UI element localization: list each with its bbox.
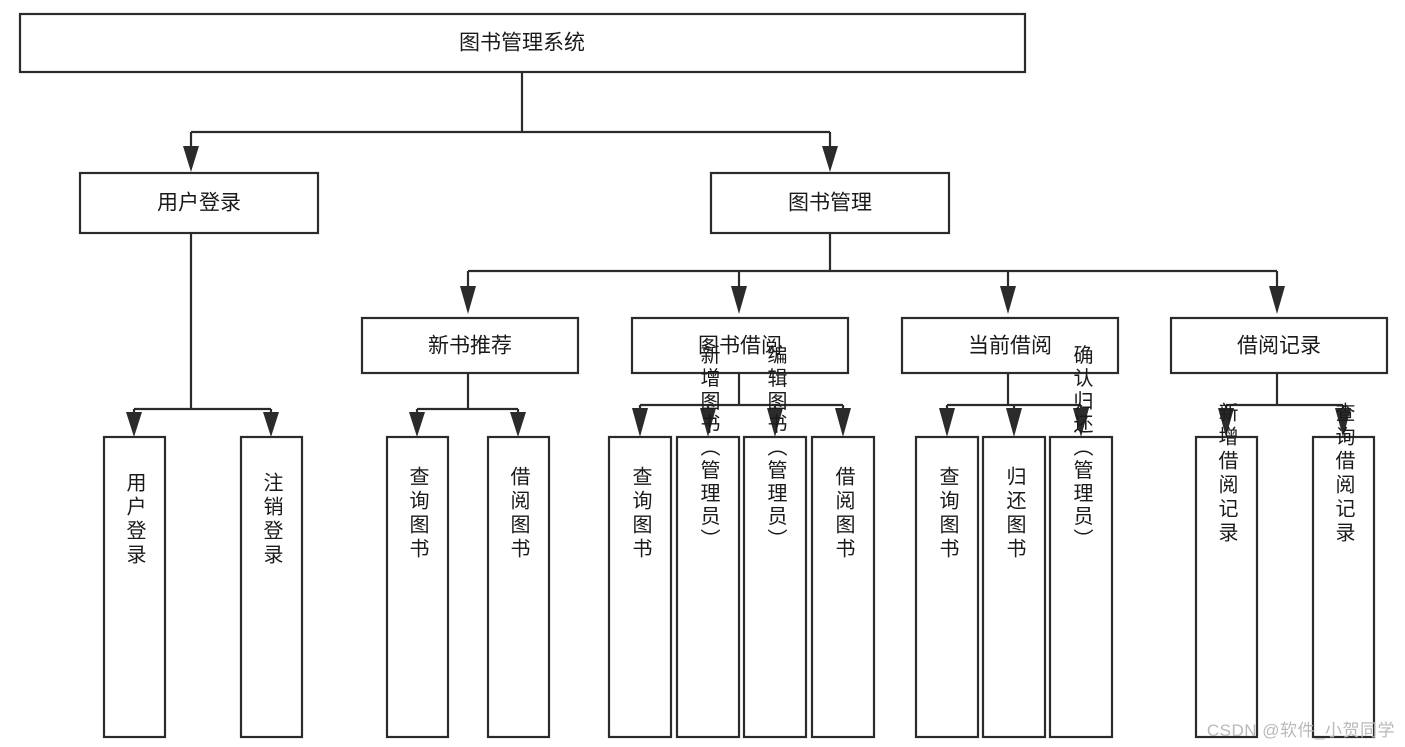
- arrow-head-leaf-edit-book: [767, 408, 783, 437]
- connector-group-borrow-record: [1218, 373, 1351, 437]
- arrow-head-current-borrow: [1000, 286, 1016, 314]
- node-book-borrow-label: 图书借阅: [698, 335, 782, 358]
- node-leaf-add-record-label: 新增借阅记录: [1215, 402, 1238, 546]
- node-leaf-confirm-return-box[interactable]: [1048, 435, 1114, 739]
- arrow-head-leaf-return-book: [1006, 408, 1022, 437]
- node-leaf-query-book-c-label: 查询图书: [936, 466, 959, 562]
- node-leaf-add-book-box[interactable]: [675, 435, 741, 739]
- connector-group-book-manage: [460, 233, 1285, 314]
- node-leaf-user-login[interactable]: 用户登录: [102, 435, 167, 739]
- node-leaf-query-book-c-box[interactable]: [914, 435, 980, 739]
- node-borrow-record[interactable]: 借阅记录: [1169, 316, 1389, 375]
- node-leaf-query-book-a[interactable]: 查询图书: [385, 435, 450, 739]
- node-leaf-borrow-book-b-label: 借阅图书: [832, 466, 855, 562]
- node-leaf-return-book-box[interactable]: [981, 435, 1047, 739]
- node-root[interactable]: 图书管理系统: [18, 12, 1027, 74]
- connector-group-new-book-rec: [409, 373, 526, 437]
- node-user-login-label: 用户登录: [157, 192, 241, 215]
- node-book-manage[interactable]: 图书管理: [709, 171, 951, 235]
- node-leaf-user-login-box[interactable]: [102, 435, 167, 739]
- node-leaf-query-record-box[interactable]: [1311, 435, 1376, 739]
- node-leaf-logout[interactable]: 注销登录: [239, 435, 304, 739]
- node-leaf-query-book-b-label: 查询图书: [629, 466, 652, 562]
- node-leaf-add-record-box[interactable]: [1194, 435, 1259, 739]
- arrow-head-leaf-query-record: [1335, 408, 1351, 437]
- node-leaf-borrow-book-a-box[interactable]: [486, 435, 551, 739]
- arrow-head-leaf-add-record: [1218, 408, 1234, 437]
- node-book-borrow[interactable]: 图书借阅: [630, 316, 850, 375]
- arrow-head-leaf-borrow-book-b: [835, 408, 851, 437]
- node-new-book-rec-box[interactable]: [360, 316, 580, 375]
- node-leaf-logout-box[interactable]: [239, 435, 304, 739]
- node-leaf-edit-book-label: 编辑图书（管理员）: [764, 344, 787, 551]
- node-borrow-record-box[interactable]: [1169, 316, 1389, 375]
- csdn-watermark: CSDN @软件_小贺同学: [1206, 721, 1395, 740]
- arrow-head-leaf-query-book-a: [409, 412, 425, 437]
- node-leaf-confirm-return[interactable]: 确认归还（管理员）: [1048, 344, 1114, 739]
- connector-group-root: [183, 72, 838, 172]
- connector-group-user-login: [126, 233, 279, 437]
- node-leaf-borrow-book-a[interactable]: 借阅图书: [486, 435, 551, 739]
- node-leaf-confirm-return-label: 确认归还（管理员）: [1070, 344, 1093, 551]
- node-leaf-query-record[interactable]: 查询借阅记录: [1311, 402, 1376, 739]
- node-leaf-query-book-c[interactable]: 查询图书: [914, 435, 980, 739]
- node-leaf-user-login-label: 用户登录: [123, 472, 146, 568]
- node-leaf-query-book-a-label: 查询图书: [406, 466, 429, 562]
- arrow-head-leaf-logout: [263, 412, 279, 437]
- arrow-head-borrow-record: [1269, 286, 1285, 314]
- node-book-manage-box[interactable]: [709, 171, 951, 235]
- arrow-head-leaf-add-book: [700, 408, 716, 437]
- node-user-login[interactable]: 用户登录: [78, 171, 320, 235]
- arrow-head-leaf-confirm-return: [1073, 408, 1089, 437]
- node-leaf-query-book-b[interactable]: 查询图书: [607, 435, 673, 739]
- arrow-head-leaf-borrow-book-a: [510, 412, 526, 437]
- node-leaf-edit-book[interactable]: 编辑图书（管理员）: [742, 344, 808, 739]
- node-leaf-borrow-book-b[interactable]: 借阅图书: [810, 435, 876, 739]
- node-leaf-add-book[interactable]: 新增图书（管理员）: [675, 344, 741, 739]
- node-book-borrow-box[interactable]: [630, 316, 850, 375]
- node-book-manage-label: 图书管理: [788, 192, 872, 215]
- arrow-head-leaf-user-login: [126, 412, 142, 437]
- connector-group-current-borrow: [939, 373, 1089, 437]
- node-leaf-edit-book-box[interactable]: [742, 435, 808, 739]
- node-leaf-logout-label: 注销登录: [260, 472, 283, 568]
- arrow-head-book-manage: [822, 146, 838, 172]
- node-user-login-box[interactable]: [78, 171, 320, 235]
- node-leaf-query-record-label: 查询借阅记录: [1332, 402, 1355, 546]
- node-root-label: 图书管理系统: [459, 32, 585, 55]
- node-leaf-query-book-a-box[interactable]: [385, 435, 450, 739]
- node-leaf-borrow-book-b-box[interactable]: [810, 435, 876, 739]
- node-leaf-query-book-b-box[interactable]: [607, 435, 673, 739]
- node-leaf-borrow-book-a-label: 借阅图书: [507, 466, 530, 562]
- arrow-head-new-book-rec: [460, 286, 476, 314]
- node-leaf-return-book[interactable]: 归还图书: [981, 435, 1047, 739]
- connector-group-book-borrow: [632, 373, 851, 437]
- arrow-head-leaf-query-book-c: [939, 408, 955, 437]
- node-current-borrow[interactable]: 当前借阅: [900, 316, 1120, 375]
- arrow-head-user-login: [183, 146, 199, 172]
- node-root-box[interactable]: [18, 12, 1027, 74]
- node-current-borrow-label: 当前借阅: [968, 335, 1052, 358]
- node-leaf-add-book-label: 新增图书（管理员）: [697, 344, 720, 551]
- arrow-head-leaf-query-book-b: [632, 408, 648, 437]
- node-new-book-rec-label: 新书推荐: [428, 335, 512, 358]
- arrow-head-book-borrow: [731, 286, 747, 314]
- node-borrow-record-label: 借阅记录: [1237, 335, 1321, 358]
- node-new-book-rec[interactable]: 新书推荐: [360, 316, 580, 375]
- node-leaf-return-book-label: 归还图书: [1003, 466, 1026, 562]
- node-leaf-add-record[interactable]: 新增借阅记录: [1194, 402, 1259, 739]
- node-current-borrow-box[interactable]: [900, 316, 1120, 375]
